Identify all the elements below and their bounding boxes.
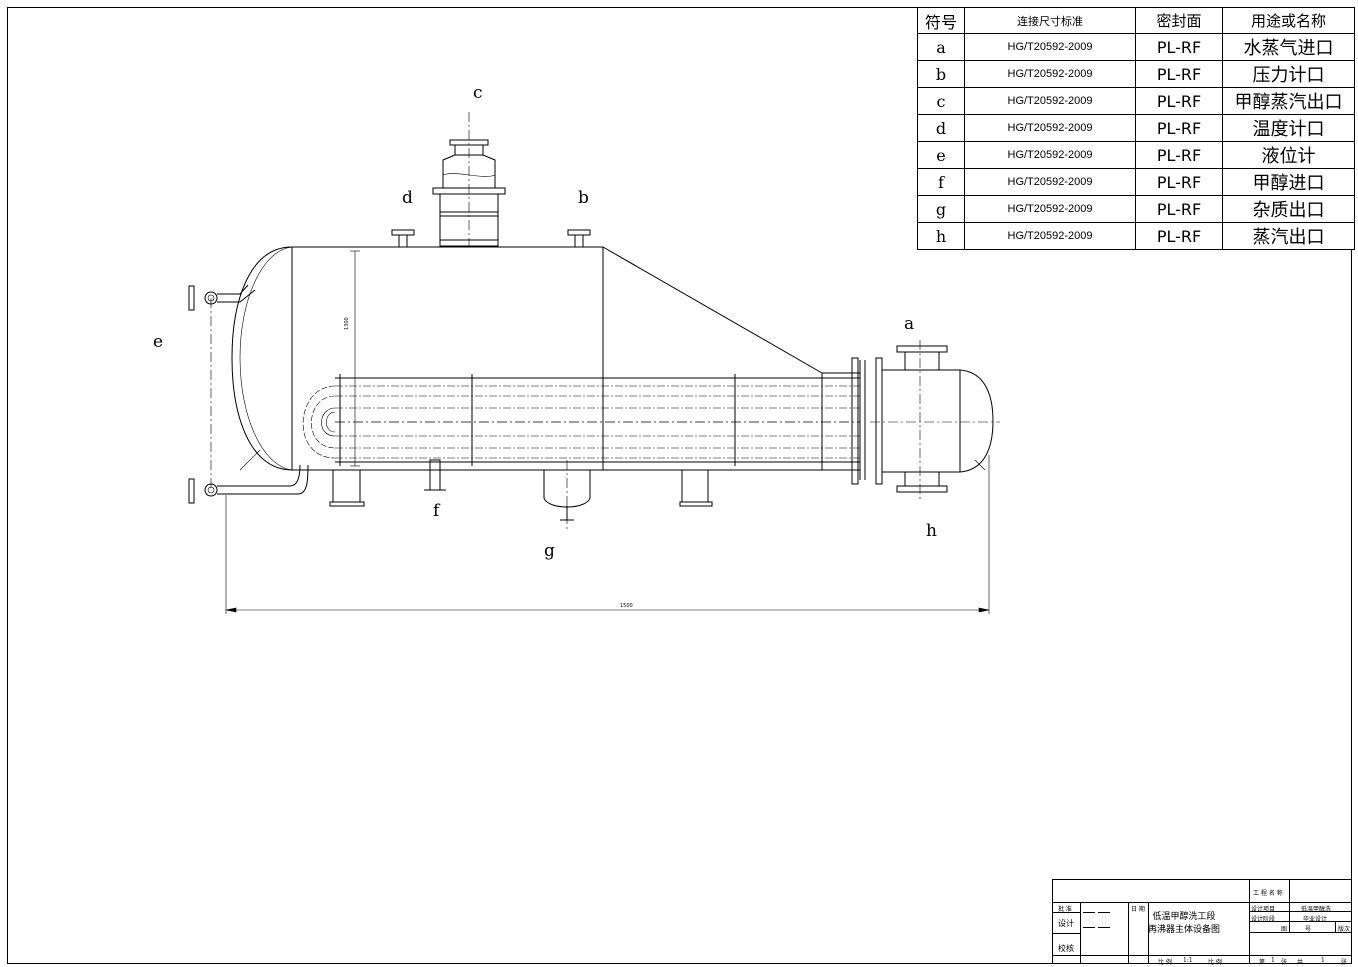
label-e: e	[153, 332, 163, 352]
dimension-height-text: 1300	[344, 317, 350, 330]
value-page: 1	[1271, 957, 1275, 964]
row-seal: PL-RF	[1135, 222, 1223, 250]
row-standard: HG/T20592-2009	[964, 141, 1136, 169]
row-symbol: h	[917, 222, 965, 250]
row-purpose: 温度计口	[1222, 114, 1355, 142]
row-seal: PL-RF	[1135, 33, 1223, 61]
shell-body	[231, 246, 860, 471]
label-drawing-no-2: 号	[1305, 926, 1312, 933]
row-seal: PL-RF	[1135, 87, 1223, 115]
value-scale: 1:1	[1183, 957, 1193, 964]
value-total: 1	[1321, 957, 1325, 964]
label-a: a	[904, 314, 914, 334]
row-seal: PL-RF	[1135, 114, 1223, 142]
label-design: 设计	[1058, 919, 1074, 928]
label-total-unit: 张	[1341, 959, 1348, 966]
row-purpose: 液位计	[1222, 141, 1355, 169]
nozzle-f	[424, 459, 446, 491]
row-standard: HG/T20592-2009	[964, 60, 1136, 88]
header-seal: 密封面	[1135, 7, 1223, 34]
label-date: 日 期	[1131, 906, 1145, 913]
label-project-name: 工 程 名 称	[1253, 890, 1283, 897]
row-seal: PL-RF	[1135, 141, 1223, 169]
value-design-project: 低温甲醇洗	[1301, 906, 1332, 913]
row-symbol: d	[917, 114, 965, 142]
label-h: h	[926, 521, 937, 541]
row-standard: HG/T20592-2009	[964, 114, 1136, 142]
label-drawing-no: 图	[1281, 926, 1288, 933]
dimension-overall-text: 1500	[620, 603, 633, 609]
row-standard: HG/T20592-2009	[964, 168, 1136, 196]
channel-box	[851, 340, 1000, 500]
overall-dimension	[225, 455, 990, 614]
row-seal: PL-RF	[1135, 168, 1223, 196]
saddle-left	[329, 470, 365, 507]
drawing-frame	[7, 7, 1352, 964]
nozzle-e-level-gauge	[188, 284, 309, 504]
header-symbol: 符号	[917, 7, 965, 34]
label-scale: 比 例	[1158, 959, 1172, 966]
value-design-stage: 毕业设计	[1303, 916, 1328, 923]
row-purpose: 甲醇蒸汽出口	[1222, 87, 1355, 115]
label-version: 版次	[1338, 926, 1351, 933]
nozzle-b	[567, 229, 591, 248]
label-total: 共	[1297, 959, 1304, 966]
label-page-unit: 张	[1281, 959, 1288, 966]
label-check: 校核	[1058, 944, 1074, 953]
row-symbol: c	[917, 87, 965, 115]
header-purpose: 用途或名称	[1222, 7, 1355, 34]
row-symbol: e	[917, 141, 965, 169]
row-seal: PL-RF	[1135, 195, 1223, 223]
nozzle-d	[391, 229, 415, 248]
nozzle-table-header: 符号 连接尺寸标准 密封面 用途或名称	[917, 7, 1355, 34]
row-symbol: a	[917, 33, 965, 61]
label-grade: 比 例	[1208, 959, 1222, 966]
row-symbol: f	[917, 168, 965, 196]
row-standard: HG/T20592-2009	[964, 33, 1136, 61]
label-approve: 批 准	[1058, 906, 1072, 913]
row-purpose: 杂质出口	[1222, 195, 1355, 223]
row-seal: PL-RF	[1135, 60, 1223, 88]
row-purpose: 蒸汽出口	[1222, 222, 1355, 250]
label-d: d	[402, 188, 413, 208]
label-f: f	[433, 501, 441, 521]
nozzle-c	[432, 112, 506, 247]
nozzle-g-sump	[543, 460, 591, 530]
drawing-title-line-1: 低温甲醇洗工段	[1152, 912, 1216, 922]
label-g: g	[544, 541, 555, 561]
label-design-project: 设计项目	[1251, 906, 1276, 913]
row-symbol: g	[917, 195, 965, 223]
drawing-title-line-2: 再沸器主体设备图	[1147, 925, 1220, 935]
row-standard: HG/T20592-2009	[964, 195, 1136, 223]
drawing-title: 低温甲醇洗工段 再沸器主体设备图	[1120, 911, 1248, 937]
row-purpose: 甲醇进口	[1222, 168, 1355, 196]
row-standard: HG/T20592-2009	[964, 87, 1136, 115]
tube-bundle	[302, 360, 866, 480]
label-b: b	[578, 188, 589, 208]
header-standard: 连接尺寸标准	[964, 7, 1136, 34]
label-page: 第	[1259, 959, 1266, 966]
label-c: c	[473, 83, 483, 103]
row-purpose: 水蒸气进口	[1222, 33, 1355, 61]
row-standard: HG/T20592-2009	[964, 222, 1136, 250]
title-block: 工 程 名 称 批 准 设计 校核 日 期 设计项目 低温甲醇洗 设计阶段 毕业…	[1052, 879, 1352, 966]
saddle-right	[679, 470, 713, 507]
label-design-stage: 设计阶段	[1251, 916, 1276, 923]
row-symbol: b	[917, 60, 965, 88]
row-purpose: 压力计口	[1222, 60, 1355, 88]
